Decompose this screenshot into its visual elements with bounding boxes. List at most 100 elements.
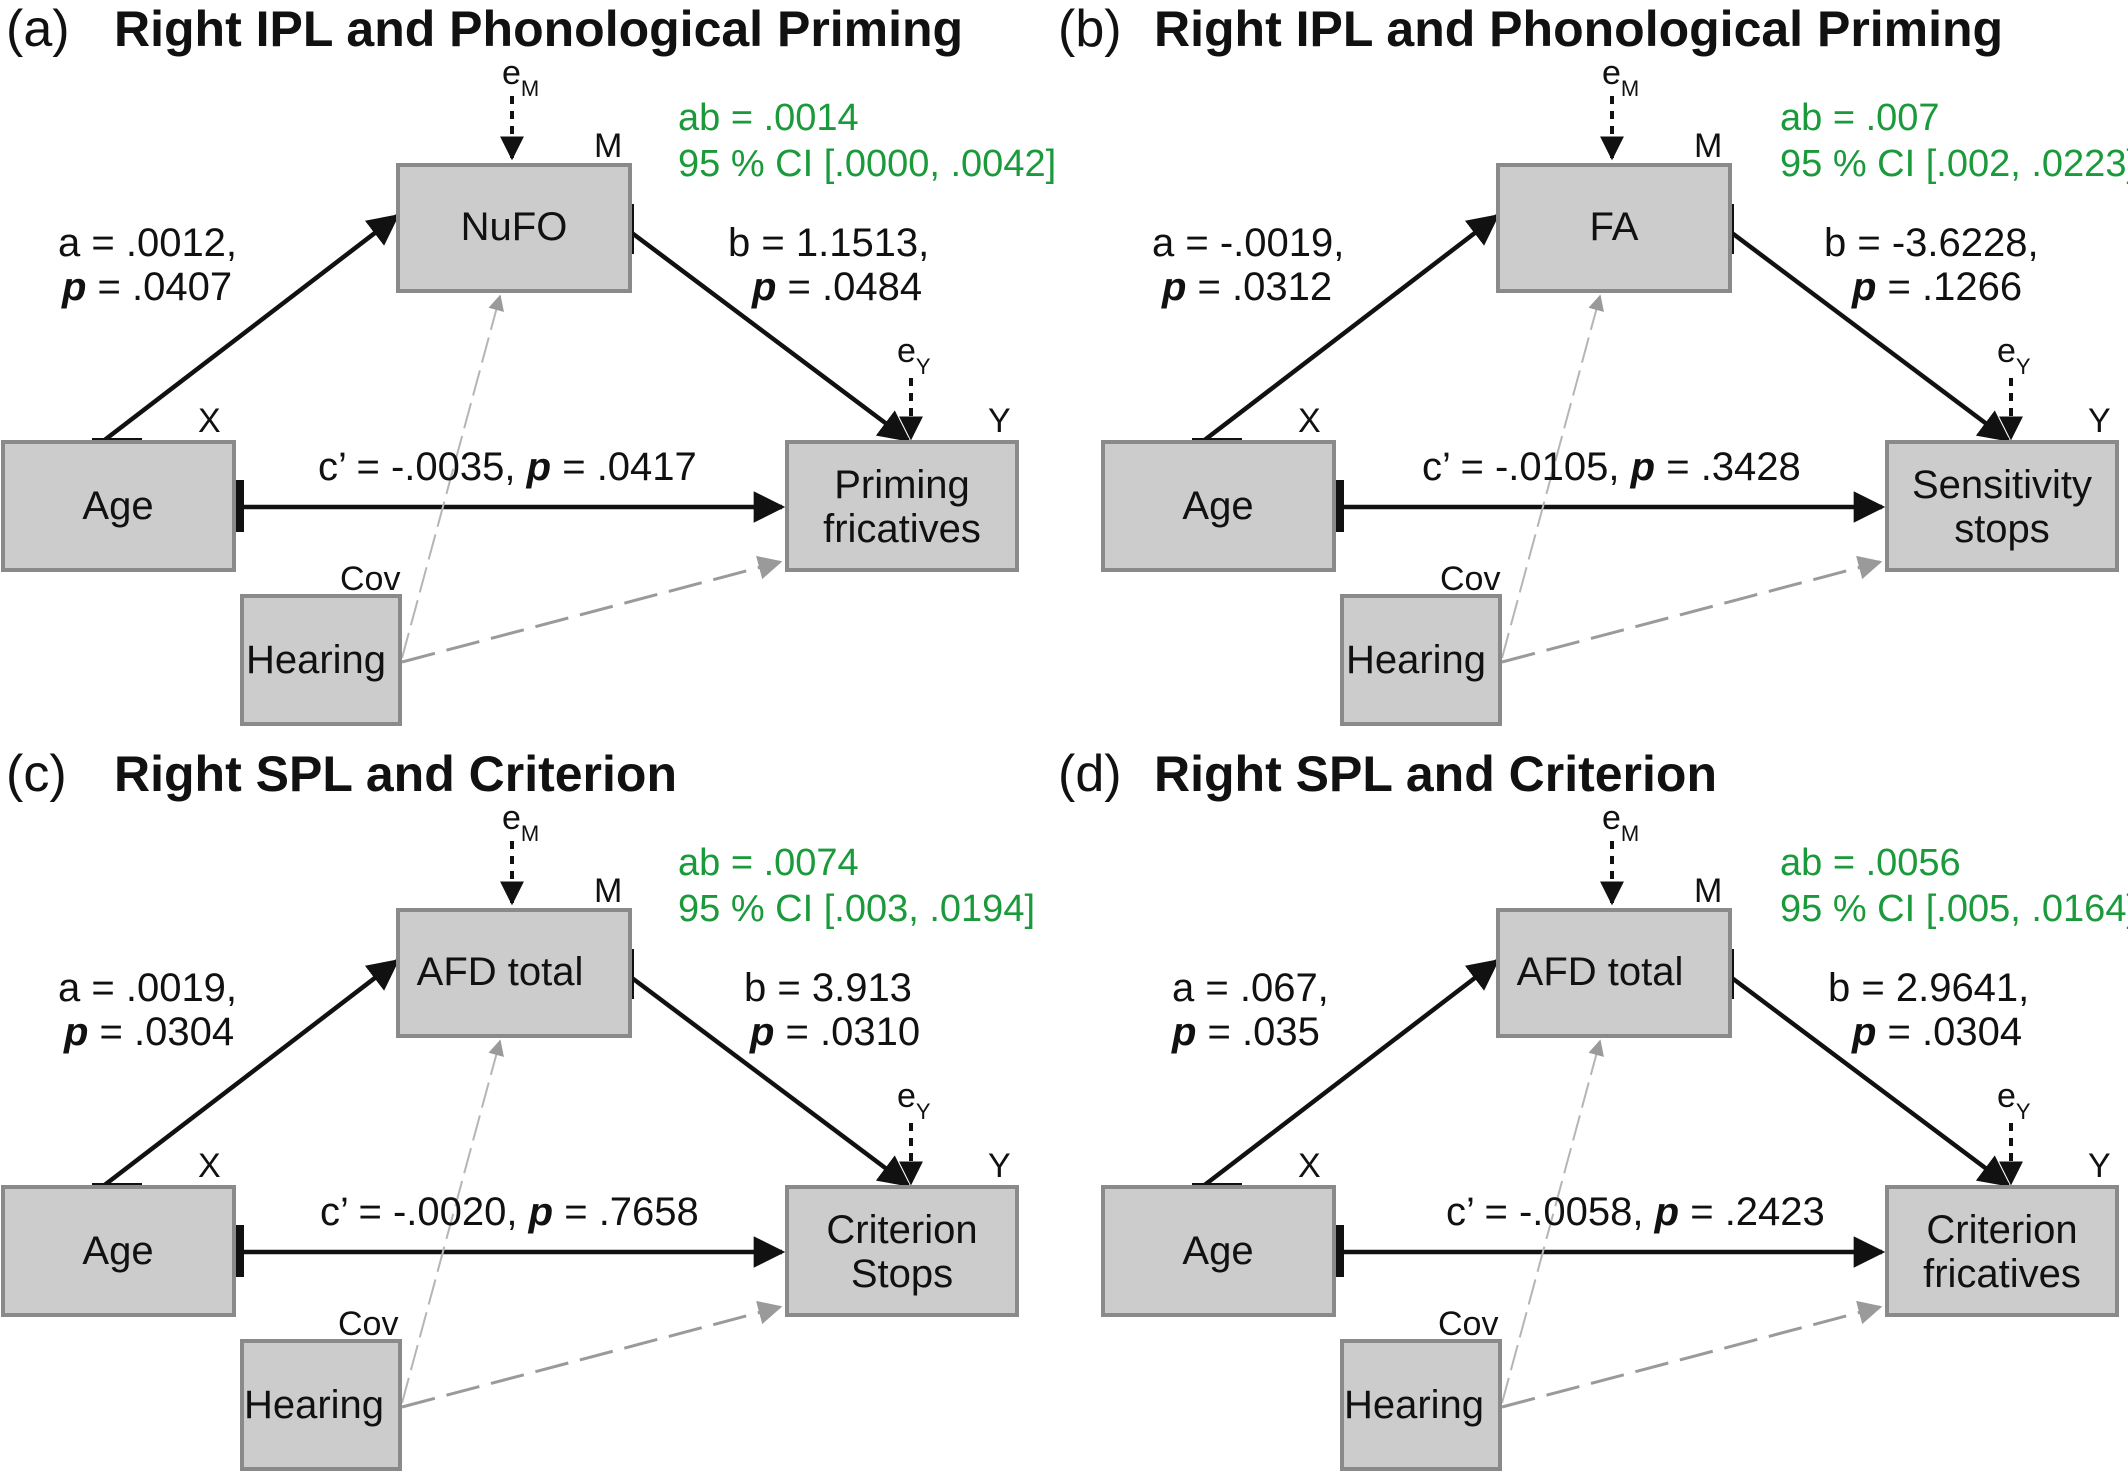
predictor-box xyxy=(1101,440,1336,572)
panel-title: Right IPL and Phonological Priming xyxy=(1154,1,2003,57)
outcome-error-label: eY xyxy=(1997,332,2031,379)
b-path-coefficient: b = -3.6228, xyxy=(1824,221,2039,265)
mediator-label: AFD total xyxy=(417,950,584,994)
panel-d: (d) Right SPL and Criterion AFD total Ag… xyxy=(1058,745,2128,1471)
mediator-error-label: eM xyxy=(1602,54,1639,101)
mediator-label: NuFO xyxy=(461,205,568,249)
outcome-box xyxy=(785,1185,1019,1317)
indirect-effect: ab = .0056 xyxy=(1780,842,1961,884)
outcome-error-label: eY xyxy=(897,1077,931,1124)
confidence-interval: 95 % CI [.0000, .0042] xyxy=(678,143,1056,185)
covariate-box xyxy=(240,1339,402,1471)
panel-title: Right IPL and Phonological Priming xyxy=(114,1,963,57)
predictor-label: Age xyxy=(1182,484,1253,528)
covariate-tag: Cov xyxy=(340,560,400,598)
indirect-effect: ab = .0074 xyxy=(678,842,859,884)
predictor-tag: X xyxy=(1298,402,1321,440)
cov-to-outcome-path xyxy=(401,555,783,664)
covariate-label: Hearing xyxy=(246,638,386,682)
panel-a: (a) Right IPL and Phonological Priming N… xyxy=(1,0,1056,726)
predictor-label: Age xyxy=(82,1229,153,1273)
covariate-label: Hearing xyxy=(1346,638,1486,682)
predictor-box xyxy=(1,440,236,572)
panel-label: (a) xyxy=(6,0,70,58)
c-prime-coefficient: c’ = -.0105, p = .3428 xyxy=(1422,445,1801,489)
outcome-label-line1: Criterion xyxy=(826,1208,977,1252)
b-path-arrow xyxy=(1726,228,2011,442)
a-path-arrow xyxy=(1200,214,1500,444)
a-path-p-value: p = .035 xyxy=(1171,1010,1320,1054)
c-prime-coefficient: c’ = -.0020, p = .7658 xyxy=(320,1190,699,1234)
a-path-arrow xyxy=(100,214,400,444)
mediator-tag: M xyxy=(594,872,622,910)
predictor-label: Age xyxy=(1182,1229,1253,1273)
b-path-arrow xyxy=(626,973,911,1187)
outcome-tag: Y xyxy=(988,1147,1011,1185)
outcome-error-label: eY xyxy=(897,332,931,379)
predictor-tag: X xyxy=(1298,1147,1321,1185)
predictor-label: Age xyxy=(82,484,153,528)
cov-to-mediator-path xyxy=(1501,294,1604,659)
outcome-label-line2: stops xyxy=(1954,507,2050,551)
outcome-box xyxy=(1885,440,2119,572)
b-path-p-value: p = .0484 xyxy=(751,265,922,309)
covariate-tag: Cov xyxy=(1440,560,1500,598)
a-path-coefficient: a = .0012, xyxy=(58,221,237,265)
outcome-label-line1: Priming xyxy=(834,463,970,507)
outcome-box xyxy=(1885,1185,2119,1317)
a-path-p-value: p = .0407 xyxy=(61,265,232,309)
predictor-box xyxy=(1101,1185,1336,1317)
b-path-p-value: p = .0310 xyxy=(749,1010,920,1054)
indirect-effect: ab = .007 xyxy=(1780,97,1940,139)
cov-to-mediator-path xyxy=(401,1039,504,1404)
outcome-label-line1: Criterion xyxy=(1926,1208,2077,1252)
a-path-p-value: p = .0304 xyxy=(63,1010,234,1054)
mediator-tag: M xyxy=(594,127,622,165)
c-prime-coefficient: c’ = -.0058, p = .2423 xyxy=(1446,1190,1825,1234)
outcome-box xyxy=(785,440,1019,572)
c-prime-coefficient: c’ = -.0035, p = .0417 xyxy=(318,445,697,489)
covariate-tag: Cov xyxy=(338,1305,398,1343)
outcome-tag: Y xyxy=(2088,1147,2111,1185)
mediator-tag: M xyxy=(1694,872,1722,910)
a-path-coefficient: a = .0019, xyxy=(58,966,237,1010)
outcome-tag: Y xyxy=(988,402,1011,440)
a-path-coefficient: a = .067, xyxy=(1172,966,1329,1010)
a-path-arrow xyxy=(1200,959,1500,1189)
cov-to-mediator-path xyxy=(401,294,504,659)
b-path-coefficient: b = 2.9641, xyxy=(1828,966,2029,1010)
mediator-error-label: eM xyxy=(1602,799,1639,846)
mediator-label: FA xyxy=(1590,205,1639,249)
a-path-arrow xyxy=(100,959,400,1189)
b-path-arrow xyxy=(626,228,911,442)
covariate-box xyxy=(240,594,402,726)
mediator-box xyxy=(1496,163,1732,293)
outcome-label-line2: fricatives xyxy=(823,507,981,551)
covariate-box xyxy=(1340,594,1502,726)
panel-label: (b) xyxy=(1058,0,1122,58)
outcome-label-line1: Sensitivity xyxy=(1912,463,2092,507)
mediator-tag: M xyxy=(1694,127,1722,165)
mediator-error-label: eM xyxy=(502,799,539,846)
predictor-box xyxy=(1,1185,236,1317)
outcome-label-line2: fricatives xyxy=(1923,1252,2081,1296)
mediator-label: AFD total xyxy=(1517,950,1684,994)
cov-to-outcome-path xyxy=(1501,555,1883,664)
mediator-box xyxy=(1496,908,1732,1038)
confidence-interval: 95 % CI [.005, .0164] xyxy=(1780,888,2128,930)
cov-to-outcome-path xyxy=(401,1300,783,1409)
panel-title: Right SPL and Criterion xyxy=(1154,746,1717,802)
mediator-box xyxy=(396,908,632,1038)
b-path-p-value: p = .1266 xyxy=(1851,265,2022,309)
b-path-p-value: p = .0304 xyxy=(1851,1010,2022,1054)
covariate-box xyxy=(1340,1339,1502,1471)
panel-title: Right SPL and Criterion xyxy=(114,746,677,802)
b-path-arrow xyxy=(1726,973,2011,1187)
cov-to-outcome-path xyxy=(1501,1300,1883,1409)
covariate-label: Hearing xyxy=(1344,1383,1484,1427)
b-path-coefficient: b = 1.1513, xyxy=(728,221,929,265)
confidence-interval: 95 % CI [.003, .0194] xyxy=(678,888,1035,930)
a-path-p-value: p = .0312 xyxy=(1161,265,1332,309)
predictor-tag: X xyxy=(198,1147,221,1185)
